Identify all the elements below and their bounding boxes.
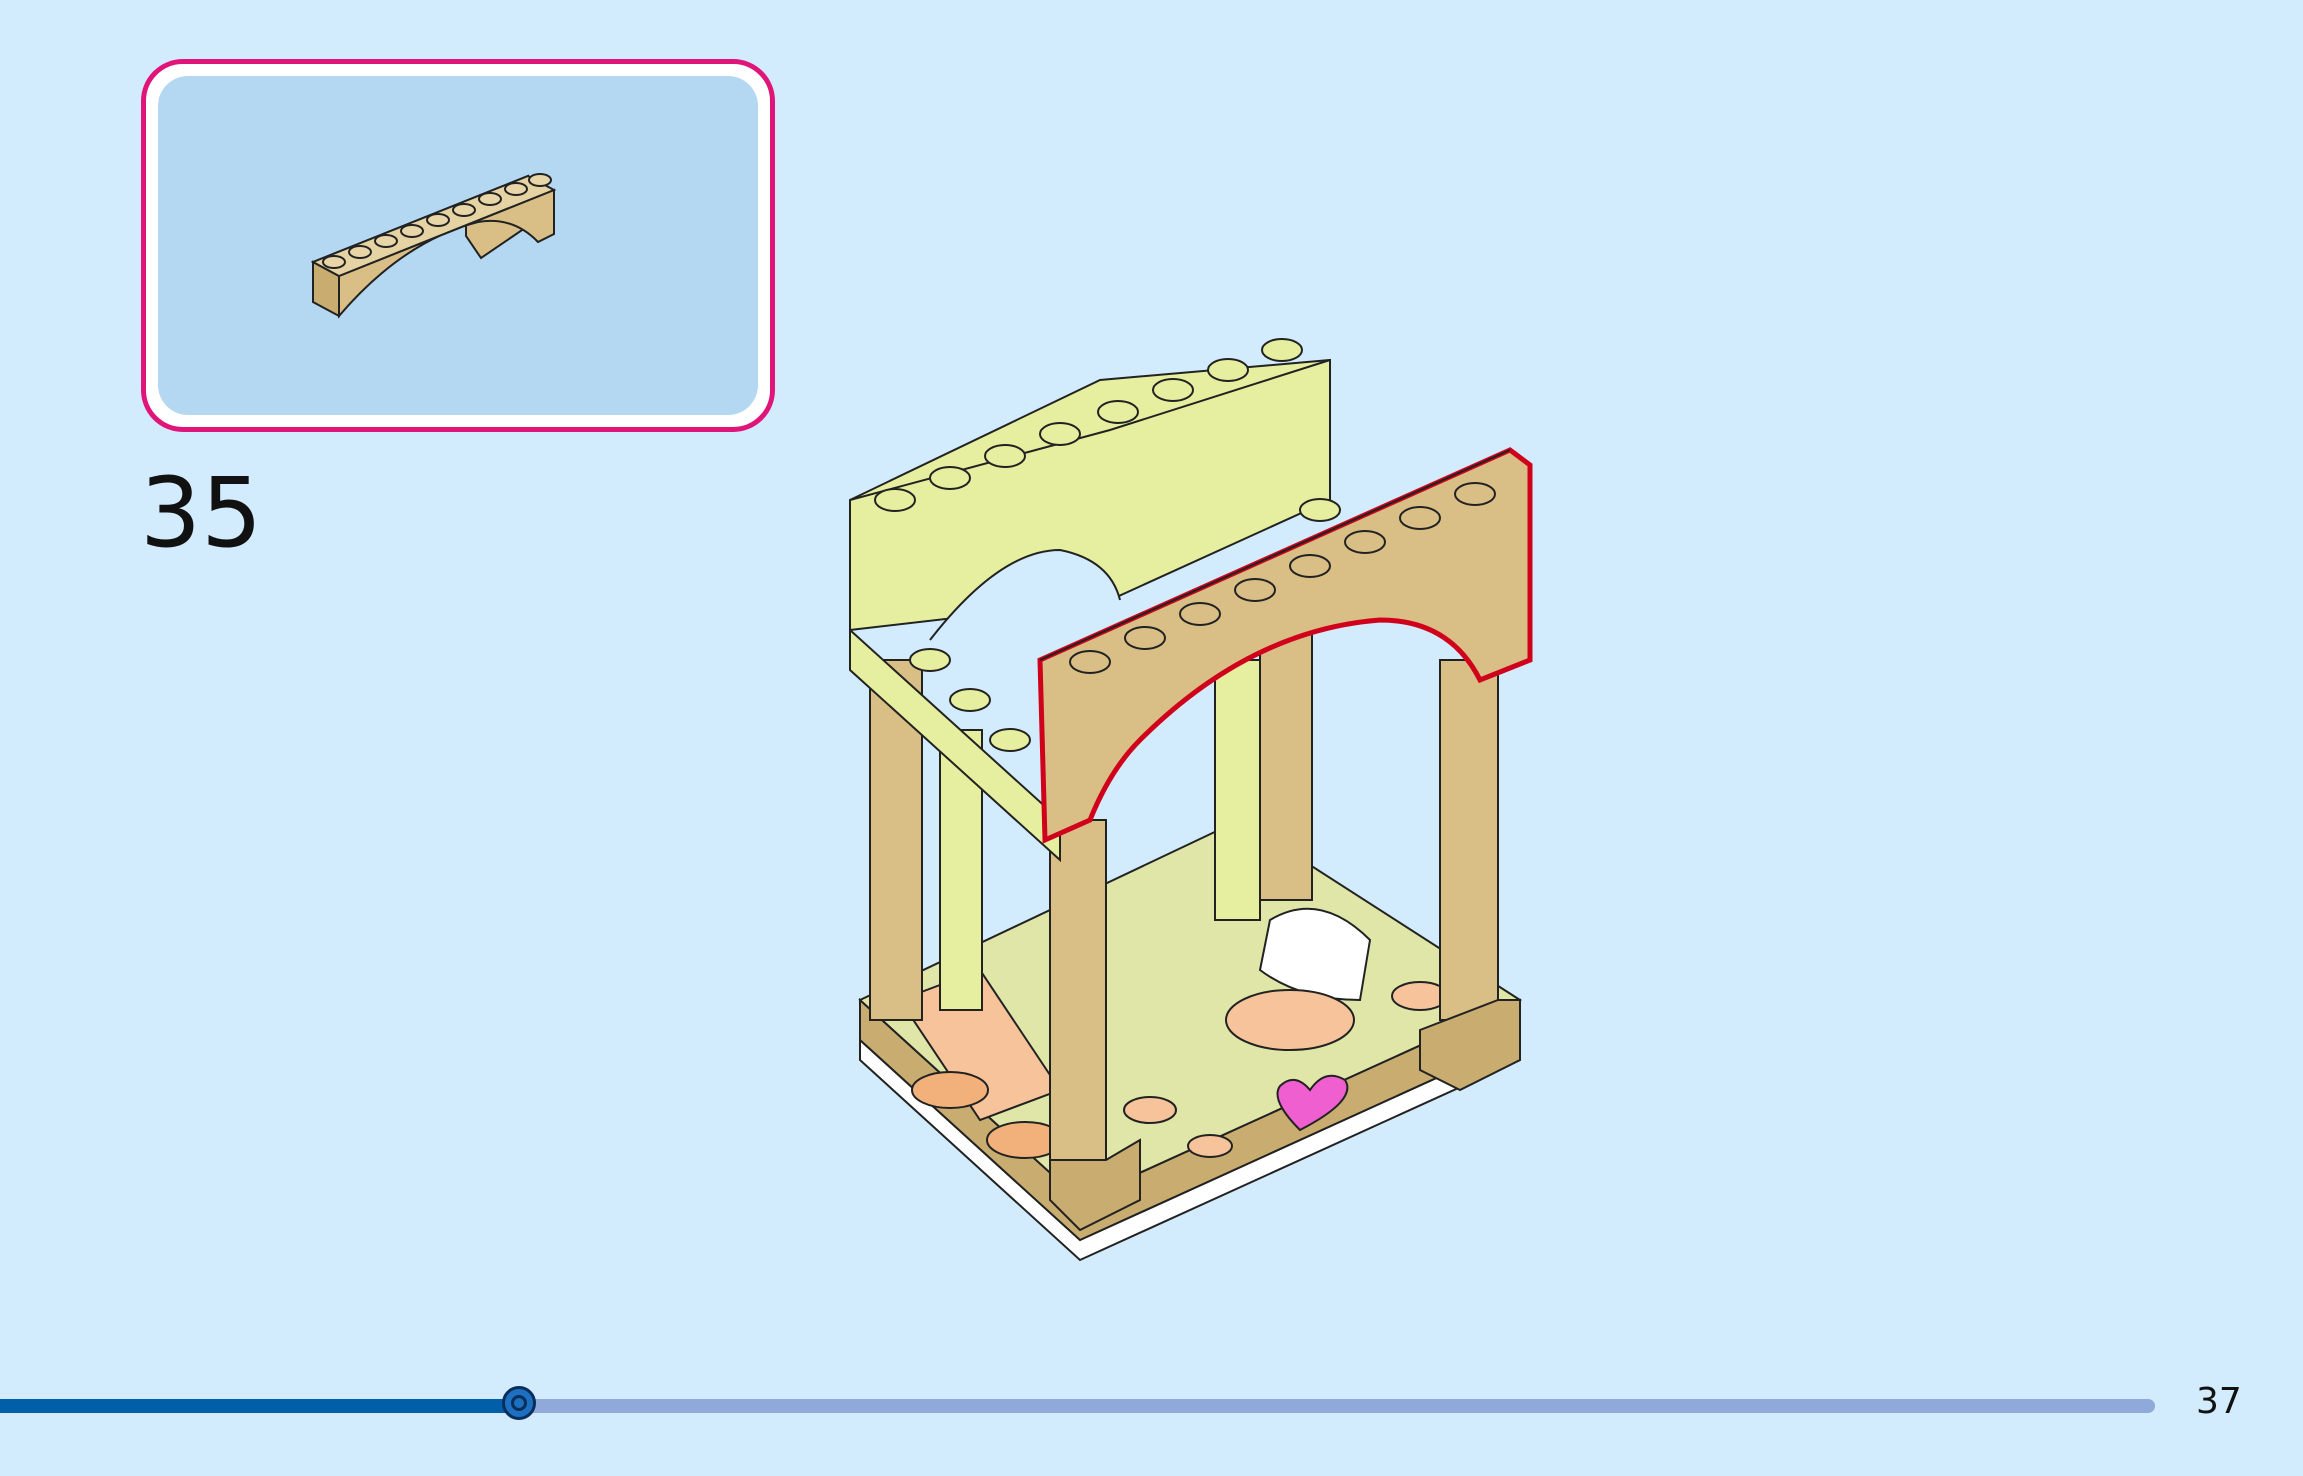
page-number: 37 (2196, 1381, 2242, 1422)
progress-fill (0, 1399, 519, 1413)
progress-track (0, 1399, 2155, 1413)
progress-bar (0, 1386, 2155, 1420)
lego-model-step-icon (849, 338, 1533, 1262)
parts-callout (141, 59, 775, 432)
step-number: 35 (140, 457, 263, 569)
progress-knob (502, 1386, 536, 1420)
tan-arch-brick-icon (310, 173, 557, 319)
parts-callout-panel (158, 76, 758, 415)
